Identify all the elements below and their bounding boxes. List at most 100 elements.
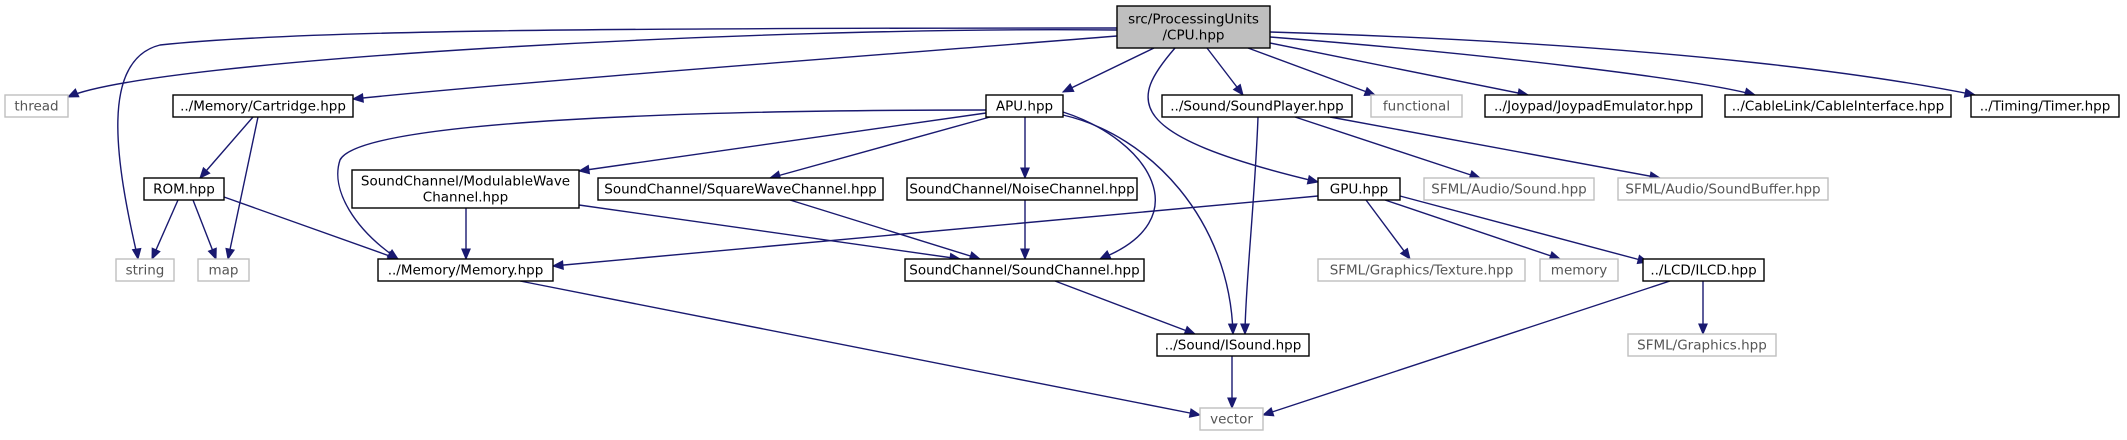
edge-line <box>1399 195 1649 263</box>
edge-line <box>1244 116 1259 335</box>
node-stdmemory: memory <box>1539 258 1619 282</box>
node-functional: functional <box>1370 94 1463 118</box>
node-box <box>143 177 225 201</box>
node-label: memory <box>1551 263 1607 279</box>
edge-line <box>1147 47 1319 183</box>
edges-layer <box>66 27 1977 418</box>
node-label: ../Memory/Memory.hpp <box>388 263 544 279</box>
node-sfmlgraphics: SFML/Graphics.hpp <box>1627 333 1777 357</box>
node-map: map <box>197 258 250 282</box>
edge-line <box>1054 280 1196 335</box>
edge-apu-to-squarewave <box>768 116 991 180</box>
arrowhead <box>461 248 471 261</box>
edge-apu-to-modwave <box>577 112 987 175</box>
node-label: APU.hpp <box>996 99 1053 115</box>
node-box <box>1642 258 1765 282</box>
edge-line <box>1247 47 1376 96</box>
node-gpu[interactable]: GPU.hpp <box>1317 177 1401 201</box>
node-box <box>1970 94 2120 118</box>
node-box <box>1423 177 1595 201</box>
node-label: vector <box>1210 412 1253 428</box>
edge-noise-to-soundchannel <box>1020 200 1030 261</box>
edge-soundchannel-to-isound <box>1054 280 1197 335</box>
edge-line <box>578 112 987 172</box>
edge-apu-to-isound <box>1062 114 1238 336</box>
edge-rom-to-map <box>192 199 217 261</box>
node-apu[interactable]: APU.hpp <box>985 94 1064 118</box>
node-box <box>351 169 580 209</box>
arrowhead <box>1399 247 1411 261</box>
edge-cpu-to-thread <box>66 28 1118 98</box>
arrowhead <box>66 88 80 98</box>
node-joypad[interactable]: ../Joypad/JoypadEmulator.hpp <box>1484 94 1703 118</box>
edge-line <box>1329 116 1661 179</box>
node-ilcd[interactable]: ../LCD/ILCD.hpp <box>1642 258 1765 282</box>
edge-memory-to-vector <box>519 280 1202 418</box>
node-cpu[interactable]: src/ProcessingUnits/CPU.hpp <box>1116 5 1271 49</box>
edge-line <box>1294 116 1481 179</box>
node-label: functional <box>1383 99 1450 115</box>
node-label: map <box>209 263 239 279</box>
arrowhead <box>1188 408 1202 418</box>
node-label: /CPU.hpp <box>1163 28 1225 44</box>
node-box <box>1161 94 1353 118</box>
edge-soundplayer-to-isound <box>1240 116 1259 336</box>
edge-line <box>1062 47 1155 93</box>
node-label: ../Sound/ISound.hpp <box>1165 338 1302 354</box>
node-box <box>1627 333 1777 357</box>
node-rom[interactable]: ROM.hpp <box>143 177 225 201</box>
node-label: Channel.hpp <box>423 190 508 206</box>
node-label: SoundChannel/ModulableWave <box>361 174 570 190</box>
node-squarewave[interactable]: SoundChannel/SquareWaveChannel.hpp <box>597 177 884 201</box>
edge-cpu-to-soundplayer <box>1206 47 1244 97</box>
arrowhead <box>1227 397 1237 410</box>
node-label: SFML/Audio/Sound.hpp <box>1431 182 1586 198</box>
edge-line <box>1269 31 1976 96</box>
node-string: string <box>115 258 175 282</box>
arrowhead <box>1306 174 1320 185</box>
node-timer[interactable]: ../Timing/Timer.hpp <box>1970 94 2120 118</box>
node-label: ../Sound/SoundPlayer.hpp <box>1170 99 1343 115</box>
node-box <box>1724 94 1952 118</box>
node-label: SoundChannel/NoiseChannel.hpp <box>909 182 1134 198</box>
arrowhead <box>1363 86 1377 97</box>
node-sfmltexture: SFML/Graphics/Texture.hpp <box>1317 258 1526 282</box>
node-box <box>597 177 884 201</box>
node-noise[interactable]: SoundChannel/NoiseChannel.hpp <box>906 177 1138 201</box>
node-box <box>1317 177 1401 201</box>
arrowhead <box>386 249 400 260</box>
edge-cpu-to-string <box>117 27 1118 261</box>
edge-gpu-to-ilcd <box>1399 195 1650 265</box>
edge-line <box>519 280 1201 416</box>
node-box <box>115 258 175 282</box>
edge-line <box>337 109 987 260</box>
node-box <box>906 177 1138 201</box>
arrowhead <box>151 247 161 261</box>
node-soundplayer[interactable]: ../Sound/SoundPlayer.hpp <box>1161 94 1353 118</box>
edge-cpu-to-cablelink <box>1269 36 1757 98</box>
edge-cpu-to-cartridge <box>351 35 1118 103</box>
edge-apu-to-noise <box>1020 117 1030 180</box>
edge-line <box>117 27 1118 260</box>
edge-soundplayer-to-sfmlsoundbuffer <box>1329 116 1662 181</box>
node-box <box>1539 258 1619 282</box>
arrowhead <box>131 247 142 261</box>
node-memory[interactable]: ../Memory/Memory.hpp <box>377 258 554 282</box>
node-cablelink[interactable]: ../CableLink/CableInterface.hpp <box>1724 94 1952 118</box>
node-soundchannel[interactable]: SoundChannel/SoundChannel.hpp <box>904 258 1145 282</box>
edge-line <box>352 35 1118 100</box>
node-label: SoundChannel/SquareWaveChannel.hpp <box>604 182 876 198</box>
arrowhead <box>1232 83 1244 97</box>
edge-line <box>1262 280 1671 416</box>
node-isound[interactable]: ../Sound/ISound.hpp <box>1156 333 1310 357</box>
edge-line <box>199 116 254 179</box>
node-label: ../Memory/Cartridge.hpp <box>180 99 346 115</box>
edge-line <box>769 116 991 179</box>
node-cartridge[interactable]: ../Memory/Cartridge.hpp <box>172 94 354 118</box>
node-label: ../CableLink/CableInterface.hpp <box>1732 99 1944 115</box>
arrowhead <box>1020 248 1030 261</box>
arrowhead <box>1261 407 1275 417</box>
arrowhead <box>1020 167 1030 180</box>
